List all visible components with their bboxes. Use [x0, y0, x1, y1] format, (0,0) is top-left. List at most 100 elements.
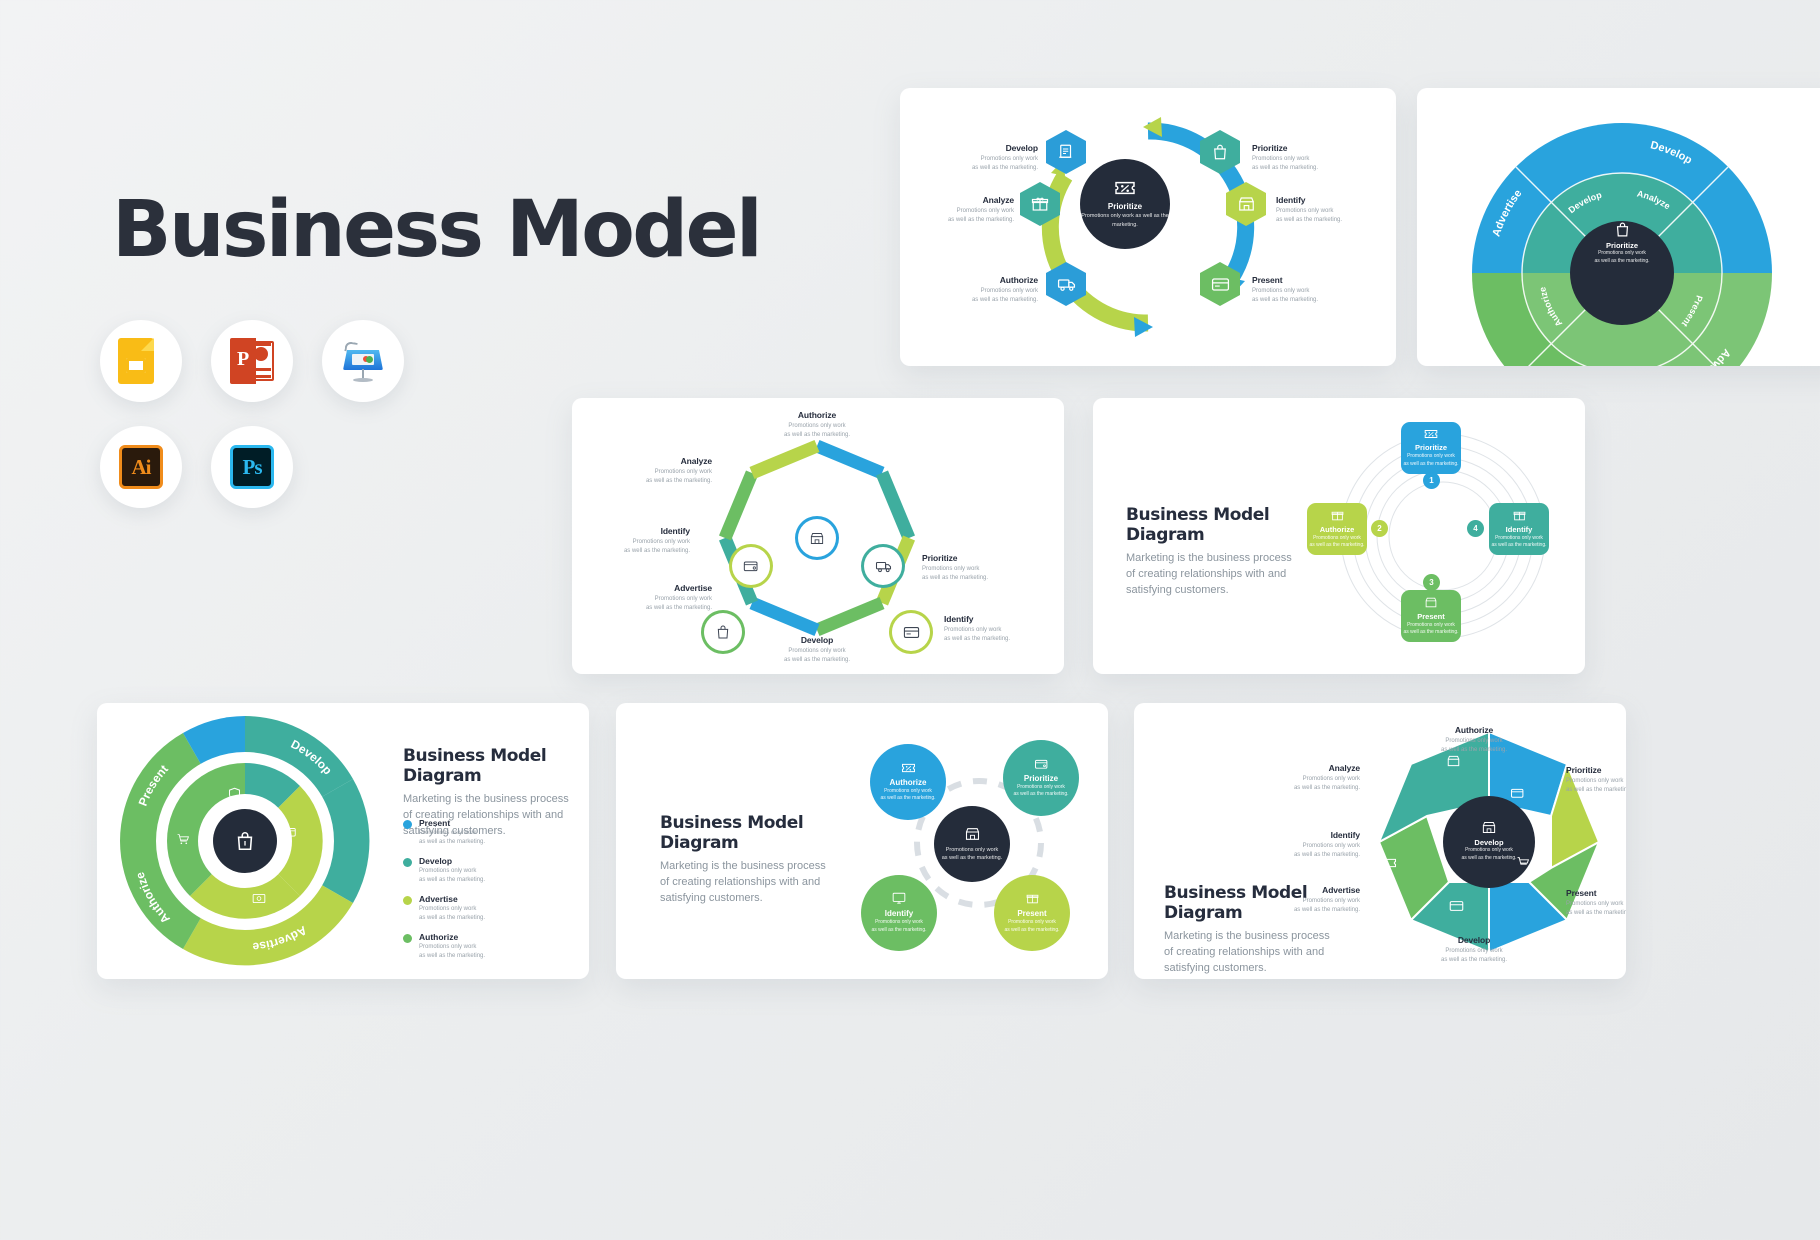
gift-icon: [1031, 197, 1049, 211]
google-slides-icon[interactable]: [100, 320, 182, 402]
store-icon: [965, 827, 979, 840]
node-label: Prioritize: [1023, 773, 1059, 783]
monitor-icon: [892, 893, 906, 904]
wedge-icon-money: [1378, 786, 1393, 804]
node-prioritize[interactable]: [864, 547, 902, 585]
svg-text:Advertise: Advertise: [252, 923, 310, 954]
store-icon: [1425, 597, 1437, 608]
inner-icon-shield: [228, 787, 241, 807]
truck-icon: [875, 561, 891, 573]
label-text: Identify: [1330, 830, 1361, 840]
label-text: Identify: [660, 526, 691, 536]
money-icon: [1378, 788, 1393, 798]
label-text: Advertise: [1322, 885, 1360, 895]
donut-labels: Present Develop Advertise Authorize: [133, 737, 335, 954]
cart-icon: [177, 834, 190, 845]
slide-desc: Marketing is the business process of cre…: [1126, 552, 1292, 596]
card-icon: [903, 626, 919, 638]
donut-legend-slide[interactable]: Present Develop Advertise Authorize Busi…: [97, 703, 589, 979]
node-identify-right[interactable]: [892, 613, 930, 651]
keynote-icon[interactable]: [322, 320, 404, 402]
app-icon-group: P Ai Ps: [100, 320, 520, 532]
card-icon: [1449, 901, 1464, 911]
center-desc: Promotions only work as well as the mark…: [1081, 213, 1169, 228]
numbered-cards-slide[interactable]: Business Model Diagram Marketing is the …: [1093, 398, 1585, 674]
illustrator-icon[interactable]: Ai: [100, 426, 182, 508]
octagon-core-slide[interactable]: Business Model Diagram Marketing is the …: [1134, 703, 1626, 979]
donut-center-icon[interactable]: [235, 830, 255, 857]
store-icon: [1447, 755, 1460, 767]
sunburst-labels: Develop Advertise Prioritize Advertise A…: [1490, 139, 1732, 366]
label-text: Present: [1566, 888, 1597, 898]
svg-text:Develop: Develop: [1566, 190, 1603, 216]
badge-number: 3: [1429, 578, 1434, 587]
node-authorize[interactable]: [798, 519, 836, 557]
badge-number: 2: [1377, 524, 1382, 533]
center-label: Develop: [1474, 838, 1504, 847]
ring-label: Develop: [289, 737, 335, 777]
slide-desc: Marketing is the business process of cre…: [1164, 930, 1330, 974]
svg-text:Authorize: Authorize: [1537, 286, 1564, 329]
label-text: Present: [1252, 275, 1283, 285]
legend-color-swatch: [403, 820, 412, 829]
store-icon: [1482, 822, 1496, 833]
center-node[interactable]: Prioritize Promotions only work as well …: [1080, 159, 1170, 249]
document-icon: [1059, 144, 1072, 158]
label-text: Advertise: [674, 583, 712, 593]
legend-color-swatch: [403, 896, 412, 905]
four-circles-slide[interactable]: Business Model Diagram Marketing is the …: [616, 703, 1108, 979]
card-label: Present: [1417, 611, 1445, 621]
photoshop-icon[interactable]: Ps: [211, 426, 293, 508]
powerpoint-icon[interactable]: P: [211, 320, 293, 402]
ring-label: Advertise: [252, 923, 310, 954]
slide-title: Business Model Diagram: [1126, 505, 1270, 545]
slide-title: Business Model Diagram: [403, 746, 547, 786]
arrow-cycle-slide[interactable]: Prioritize Promotions only work as well …: [900, 88, 1396, 366]
legend-label: Advertise: [419, 894, 458, 904]
node-analyze[interactable]: [732, 547, 770, 585]
ring-label: Analyze: [1636, 189, 1672, 212]
store-icon: [810, 532, 824, 544]
label-text: Analyze: [1328, 763, 1361, 773]
wedge-icon-cart: [1516, 856, 1530, 874]
node-identify-left[interactable]: [704, 613, 742, 651]
wallet-icon: [1034, 759, 1047, 769]
